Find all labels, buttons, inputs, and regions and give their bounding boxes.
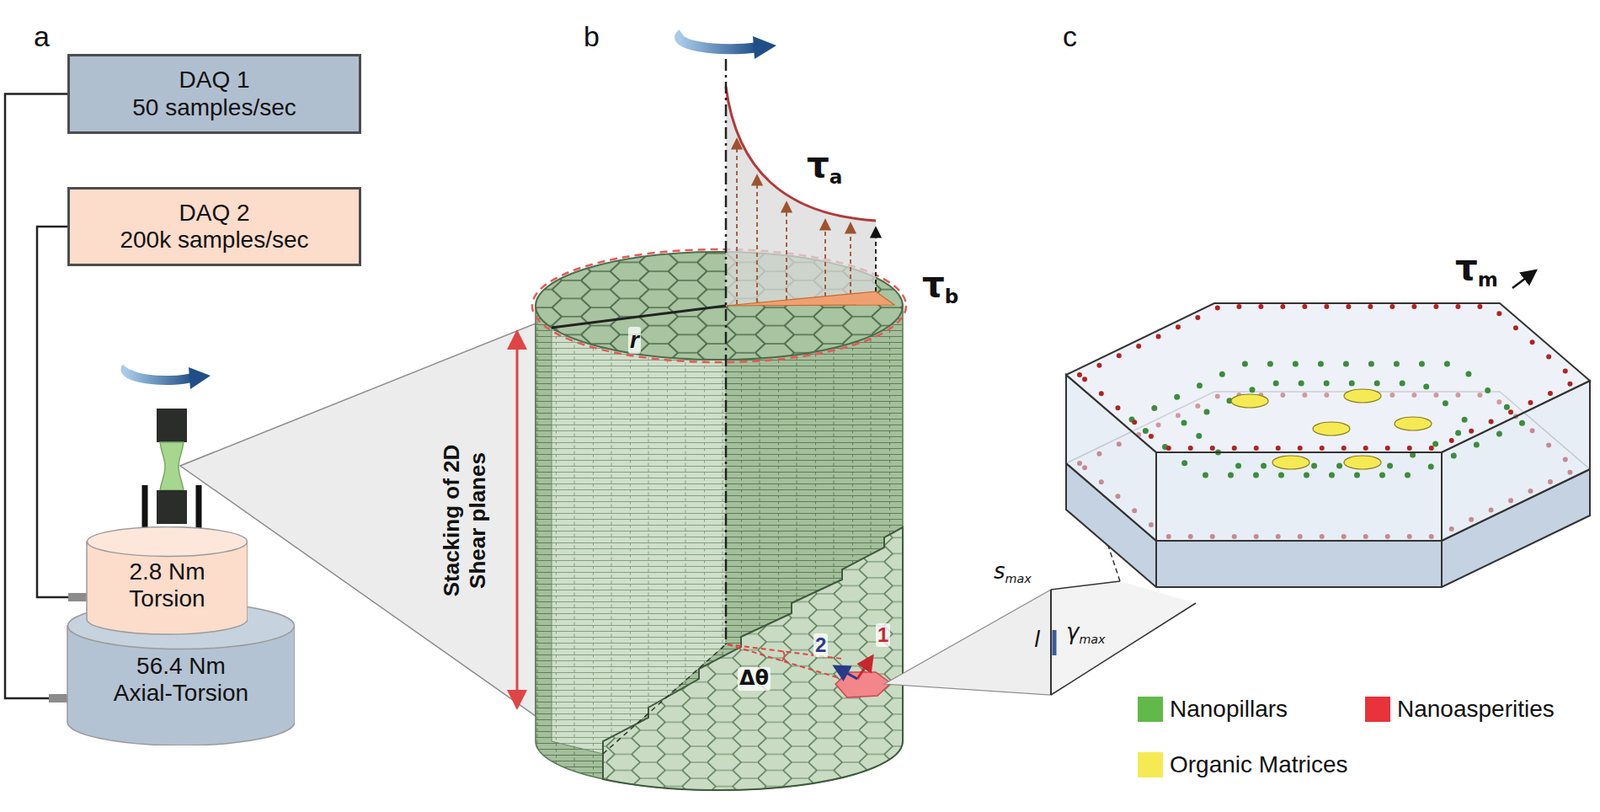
legend-text: Nanopillars [1169,695,1288,723]
node-text-group: 56.4 NmAxial-Torsion [67,652,295,707]
symbol-main: τ [1455,246,1478,288]
stress-symbol: τa [806,144,843,186]
symbol-main: γ [1066,618,1079,645]
sensor-port [48,693,70,703]
legend-swatch [1365,696,1391,722]
node-text: 2.8 Nm [86,558,248,586]
stress-symbol: τb [922,264,959,305]
panel-letter: b [583,20,600,54]
symbol-subscript: max [1078,632,1105,646]
sensor-port [68,592,89,602]
legend-item: Organic Matrices [1137,751,1349,779]
direction-number: 2 [813,633,828,657]
node-text: 50 samples/sec [132,94,297,122]
symbol-subscript: m [1477,268,1499,291]
symbol-subscript: a [829,165,843,188]
direction-number: 1 [875,623,891,647]
dimension-label: γmax [1066,619,1106,646]
node-text: DAQ 2 [178,199,250,227]
node-text-group: 2.8 NmTorsion [86,558,248,613]
legend-item: Nanopillars [1137,695,1288,723]
symbol-main: s [993,558,1006,584]
node-text: Torsion [86,585,248,613]
angle-label: Δθ [737,666,771,691]
radius-label: r [628,326,641,354]
symbol-main: τ [806,144,830,186]
stacking-arrow [517,331,518,708]
dimension-label: l [1034,627,1040,653]
dimension-label: smax [993,559,1032,585]
cylinder-top [68,602,295,650]
legend-swatch [1137,752,1163,778]
daq-box: DAQ 2200k samples/sec [67,186,362,267]
node-text: DAQ 1 [178,66,250,94]
torsion-cell: 2.8 NmTorsion [68,526,248,636]
specimen [125,367,211,531]
connector-wire [37,226,69,598]
stress-symbol: τm [1455,247,1499,288]
node-text: Axial-Torsion [67,679,295,707]
legend-text: Nanoasperities [1397,695,1555,723]
layered-cylinder [532,249,907,790]
daq-box: DAQ 150 samples/sec [67,53,362,134]
symbol-subscript: b [944,285,960,308]
hexagonal-platelets [1066,270,1590,587]
panel-letter: a [33,20,50,54]
symbol-subscript: max [1005,571,1032,586]
symbol-main: τ [922,263,945,305]
node-text: 200k samples/sec [119,226,309,254]
legend-item: Nanoasperities [1365,695,1555,723]
cylinder-top [87,527,248,557]
axis-note: Stacking of 2D Shear planes [438,423,491,618]
connector-wire [5,94,68,699]
panel-letter: c [1062,20,1078,54]
shear-stress-profile [679,33,895,645]
legend-swatch [1137,696,1163,722]
legend-text: Organic Matrices [1169,751,1349,779]
rotation-detail [727,644,891,698]
node-text: 56.4 Nm [67,652,295,680]
